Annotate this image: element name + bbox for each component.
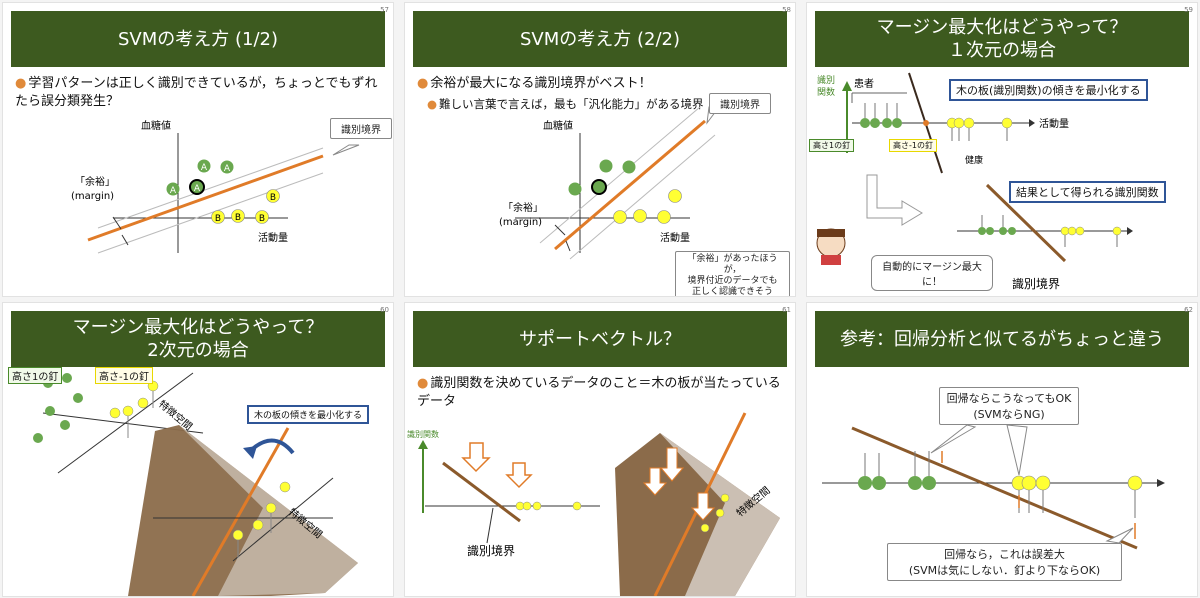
y-axis-label: 血糖値 [543,119,573,132]
slide-title: SVMの考え方 (2/2) [413,11,787,67]
sub-bullet: ●難しい言葉で言えば，最も「汎化能力」がある境界 [427,97,704,111]
patient-label: 患者 [854,78,874,90]
instruction-box: 木の板(識別関数)の傾きを最小化する [949,79,1148,101]
axis-label: 関数 [817,86,835,98]
slide-61[interactable]: サポートベクトル？ 61 ●識別関数を決めているデータのこと＝木の板が当たってい… [405,303,795,596]
scatter-diagram: 血糖値 活動量 「余裕」 (margin) [499,106,720,260]
point-label: B [235,213,241,223]
green-nail-label: 高さ1の釘 [809,139,855,152]
instruction-box: 木の板の傾きを最小化する [247,405,370,424]
yellow-nail-label: 高さ-1の釘 [889,139,937,152]
boundary-callout: 識別境界 [709,93,771,114]
regression-ok-callout: 回帰ならこうなってもOK(SVMならNG) [939,387,1079,425]
slide-title: マージン最大化はどうやって？１次元の場合 [815,11,1189,67]
point-label: A [201,163,208,173]
regression-diagram [822,424,1165,550]
result-box: 結果として得られる識別関数 [1009,181,1166,203]
axis-label: 識別 [817,74,835,86]
slide-62[interactable]: 参考：回帰分析と似てるがちょっと違う 62 回帰ならこうなってもOK(SVMなら… [807,303,1197,596]
slide-58[interactable]: SVMの考え方 (2/2) 58 ●余裕が最大になる識別境界がベスト！ ●難しい… [405,3,795,296]
y-axis-label: 血糖値 [141,119,171,132]
regression-line [851,426,1138,550]
boundary-line [87,154,324,242]
slide-title: サポートベクトル？ [413,311,787,367]
slide-title: マージン最大化はどうやって？2次元の場合 [11,311,385,367]
regression-error-callout: 回帰なら，これは誤差大(SVMは気にしない．釘より下ならOK) [887,543,1122,581]
slide-60[interactable]: マージン最大化はどうやって？2次元の場合 60 特徴空間 特徴空間 高さ1の釘 … [3,303,393,596]
boundary-line [191,427,290,596]
two-d-diagram: 特徴空間 特徴空間 [33,372,358,596]
point-label: A [224,164,231,174]
green-nail-label: 高さ1の釘 [8,367,63,384]
bullet: ●余裕が最大になる識別境界がベスト！ [417,76,652,91]
point-label: B [270,193,276,203]
bullet: ●学習パターンは正しく識別できているが，ちょっとでもずれたら誤分類発生？ [15,76,378,109]
margin-label: 「余裕」 [503,201,543,214]
page-number: 60 [380,306,389,314]
boundary-label: 識別境界 [467,543,515,558]
boundary-label: 識別境界 [1012,277,1061,291]
boundary-line [554,119,706,251]
margin-bubble: 自動的にマージン最大に！ [871,255,993,291]
board-line [442,461,521,523]
x-axis-label: 活動量 [660,231,690,244]
page-number: 61 [782,306,791,314]
point-label: A [170,186,177,196]
yellow-nail-label: 高さ-1の釘 [95,367,153,384]
one-d-diagram: 識別 関数 患者 活動量 健康 [816,72,1133,265]
slide-title: 参考：回帰分析と似てるがちょっと違う [815,311,1189,367]
axis-label: 識別関数 [407,429,439,439]
margin-label-en: (margin) [499,217,542,228]
slide-57[interactable]: SVMの考え方 (1/2) 57 ●学習パターンは正しく識別できているが，ちょっ… [3,3,393,296]
class-a-points: A A A A [166,159,234,196]
point-label: B [215,214,221,224]
result-board [985,183,1067,263]
page-number: 62 [1184,306,1193,314]
healthy-label: 健康 [965,154,983,166]
support-vector-diagram: 識別関数 識別境界 特徴空間 [407,412,780,596]
boundary-callout: 識別境界 [330,118,392,139]
page-number: 59 [1184,6,1193,14]
x-axis-label: 活動量 [258,231,288,244]
slide-59[interactable]: マージン最大化はどうやって？１次元の場合 59 識別 関数 患者 活動量 健康 … [807,3,1197,296]
margin-label: 「余裕」 [75,175,115,188]
x-axis-label: 活動量 [1039,117,1069,130]
generalization-note: 「余裕」があったほうが，境界付近のデータでも正しく認識できそう [675,251,790,296]
page-number: 58 [782,6,791,14]
point-label: B [259,214,265,224]
page-number: 57 [380,6,389,14]
point-label: A [194,184,201,194]
margin-label-en: (margin) [71,191,114,202]
scatter-diagram: A A A A B B B B 血糖値 活動量 「余裕」 (margin) [71,119,360,254]
slide-title: SVMの考え方 (1/2) [11,11,385,67]
bullet: ●識別関数を決めているデータのこと＝木の板が当たっているデータ [417,376,781,409]
class-b-points: B B B B [211,189,280,224]
